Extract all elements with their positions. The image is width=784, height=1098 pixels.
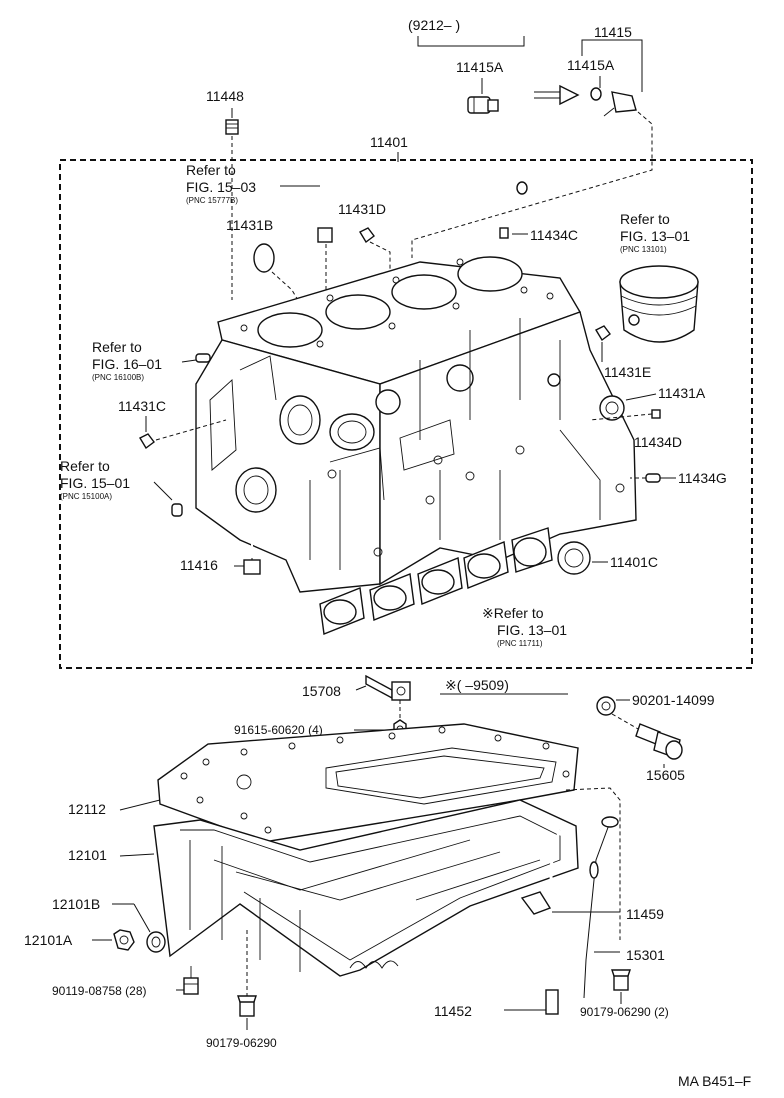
part-label-11401C: 11401C <box>610 554 658 570</box>
part-label-12101A: 12101A <box>24 932 73 948</box>
part-label-12101B: 12101B <box>52 896 100 912</box>
svg-text:FIG. 15–01: FIG. 15–01 <box>60 475 130 491</box>
date-range-bracket <box>417 36 525 47</box>
plug-11401C-icon <box>557 541 591 575</box>
cylinder-block-icon <box>195 256 637 593</box>
replacement-arrow-icon <box>534 84 580 106</box>
svg-text:Refer to: Refer to <box>92 339 142 355</box>
part-label-15605: 15605 <box>646 767 685 783</box>
engine-block-boundary <box>59 159 753 669</box>
svg-text:FIG. 15–03: FIG. 15–03 <box>186 179 256 195</box>
plug-11431C-icon <box>139 433 155 450</box>
part-label-11431A: 11431A <box>658 385 706 401</box>
leader-11415 <box>411 111 653 258</box>
part-label-11415A-right: 11415A <box>567 57 615 73</box>
ref-fig-15-01: Refer to FIG. 15–01 (PNC 15100A) <box>60 458 183 517</box>
note-9509: ※( –9509) <box>445 677 509 693</box>
part-label-15708: 15708 <box>302 683 341 699</box>
footer-code: MA B451–F <box>678 1073 751 1089</box>
oil-nozzle-15708-icon <box>365 674 411 701</box>
svg-text:FIG. 13–01: FIG. 13–01 <box>497 622 567 638</box>
ref-fig-16-01: Refer to FIG. 16–01 (PNC 16100B) <box>92 339 211 382</box>
part-label-91615: 91615-60620 (4) <box>234 723 323 737</box>
stud-90179a-icon <box>237 995 257 1017</box>
svg-text:※Refer to: ※Refer to <box>482 605 544 621</box>
svg-text:Refer to: Refer to <box>186 162 236 178</box>
dipstick-15301-icon <box>583 816 619 999</box>
oil-pan-icon <box>153 799 579 977</box>
svg-text:(PNC 13101): (PNC 13101) <box>620 245 667 254</box>
oil-pipe-icon <box>317 176 528 243</box>
bracket-11415 <box>581 39 643 46</box>
date-range-label: (9212– ) <box>408 17 460 33</box>
part-label-11434D: 11434D <box>634 434 682 450</box>
part-label-90119: 90119-08758 (28) <box>52 984 147 998</box>
drain-plug-12101A-icon <box>113 929 135 951</box>
ref-fig-13-01-bearing: ※Refer to FIG. 13–01 (PNC 11711) <box>482 605 567 648</box>
part-label-15301: 15301 <box>626 947 665 963</box>
plug-11431A-icon <box>599 395 625 421</box>
part-label-12112: 12112 <box>68 801 106 817</box>
part-label-11431C: 11431C <box>118 398 166 414</box>
svg-text:(PNC 16100B): (PNC 16100B) <box>92 373 144 382</box>
part-label-11415: 11415 <box>594 24 632 40</box>
main-bearings-icon <box>319 527 553 635</box>
svg-text:FIG. 16–01: FIG. 16–01 <box>92 356 162 372</box>
part-label-11431B: 11431B <box>226 217 273 233</box>
svg-text:(PNC 11711): (PNC 11711) <box>497 639 543 648</box>
dipstick-guide-11452-icon <box>520 829 562 1015</box>
ref-fig-15-03: Refer to FIG. 15–03 (PNC 15777B) <box>186 162 320 205</box>
part-label-11452: 11452 <box>434 1003 472 1019</box>
part-label-90179a: 90179-06290 <box>206 1036 277 1050</box>
part-label-11434C: 11434C <box>530 227 578 243</box>
pin-11434D-icon <box>651 409 661 419</box>
header-group: (9212– ) 11415 11415A 11415A <box>408 17 653 258</box>
gasket-90201-icon <box>596 696 616 716</box>
part-label-11459: 11459 <box>626 906 664 922</box>
oil-pressure-switch-15605-icon <box>635 723 683 760</box>
bolt-90119-icon <box>183 966 199 995</box>
ref-fig-13-01-piston: Refer to FIG. 13–01 (PNC 13101) <box>620 211 690 254</box>
plug-11431B-icon <box>253 243 275 273</box>
stud-90179b-icon <box>611 969 631 991</box>
bolt-11416-icon <box>243 520 261 575</box>
pin-11434C-icon <box>499 227 509 239</box>
svg-text:(PNC 15100A): (PNC 15100A) <box>60 492 112 501</box>
part-label-12101: 12101 <box>68 847 107 863</box>
piston-icon <box>619 265 699 343</box>
part-label-11431D: 11431D <box>338 201 386 217</box>
svg-text:Refer to: Refer to <box>60 458 110 474</box>
part-label-90179b: 90179-06290 (2) <box>580 1005 669 1019</box>
part-label-11401: 11401 <box>370 134 408 150</box>
svg-text:(PNC 15777B): (PNC 15777B) <box>186 196 238 205</box>
knock-sensor-new-icon <box>467 96 499 114</box>
svg-text:FIG. 13–01: FIG. 13–01 <box>620 228 690 244</box>
part-label-11415A-left: 11415A <box>456 59 504 75</box>
pin-11434G-icon <box>645 473 661 483</box>
svg-text:Refer to: Refer to <box>620 211 670 227</box>
part-label-11434G: 11434G <box>678 470 727 486</box>
plug-11431D-icon <box>359 227 375 244</box>
plug-11448-icon <box>225 119 239 135</box>
washer-12101B-icon <box>146 931 166 953</box>
part-label-11416: 11416 <box>180 557 218 573</box>
part-label-11448: 11448 <box>206 88 244 104</box>
part-label-11431E: 11431E <box>604 364 651 380</box>
knock-sensor-old-icon <box>590 87 637 117</box>
part-label-90201: 90201-14099 <box>632 692 715 708</box>
plug-11431E-icon <box>595 325 611 342</box>
